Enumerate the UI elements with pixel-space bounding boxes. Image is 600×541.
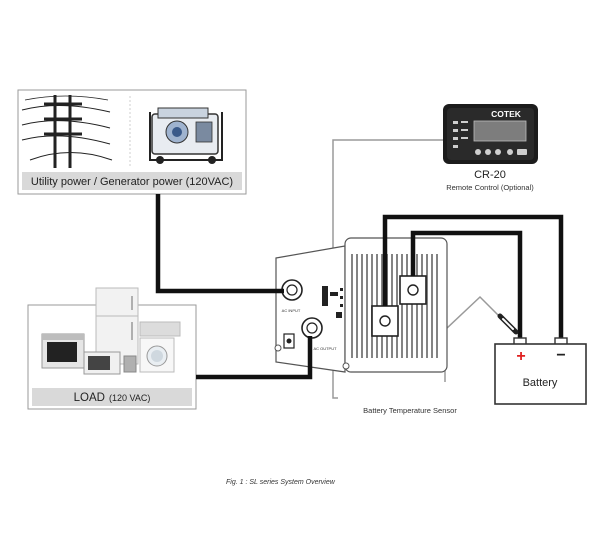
dc-terminal-top-icon xyxy=(399,275,427,305)
battery-label: Battery xyxy=(523,377,558,389)
battery-minus-symbol: − xyxy=(556,347,565,364)
utility-caption-bar xyxy=(22,172,242,190)
ac-input-label: AC INPUT xyxy=(282,308,301,313)
front-switches-icon xyxy=(322,286,343,318)
battery-positive-cable xyxy=(382,214,564,342)
generator-icon xyxy=(149,107,223,164)
thick-cables xyxy=(155,194,564,380)
sensor-label: Battery Temperature Sensor xyxy=(363,406,457,415)
battery-plus-symbol: + xyxy=(516,348,525,365)
remote-buttons-icon xyxy=(475,149,527,155)
remote-title: CR-20 xyxy=(474,169,506,181)
load-caption-detail: (120 VAC) xyxy=(109,393,150,403)
remote-indicator-leds xyxy=(453,121,468,148)
load-panel: LOAD (120 VAC) xyxy=(27,287,197,410)
utility-caption: Utility power / Generator power (120VAC) xyxy=(31,176,233,188)
mount-hole-left-icon xyxy=(274,344,282,352)
remote-control: COTEK CR-20 Remote Control (Optional) xyxy=(443,104,538,192)
ac-output-label: AC OUTPUT xyxy=(313,346,337,351)
remote-subtitle: Remote Control (Optional) xyxy=(446,183,534,192)
load-caption: LOAD (120 VAC) xyxy=(74,392,151,404)
temperature-sensor-probe-icon xyxy=(497,313,519,335)
dc-terminal-bottom-icon xyxy=(371,305,399,337)
ac-output-connector-icon xyxy=(301,317,323,339)
remote-brand: COTEK xyxy=(491,109,522,119)
battery-negative-cable xyxy=(410,230,523,342)
ac-input-cable xyxy=(155,194,284,294)
utility-pole-icon xyxy=(21,95,113,168)
battery-body xyxy=(494,343,587,405)
appliances-icon xyxy=(41,287,181,375)
remote-display xyxy=(473,120,527,142)
load-caption-bar xyxy=(32,388,192,406)
mount-hole-right-icon xyxy=(342,362,350,370)
breaker-icon xyxy=(283,333,295,349)
utility-panel: Utility power / Generator power (120VAC) xyxy=(17,89,247,195)
ac-input-connector-icon xyxy=(281,279,303,301)
inverter-vent-grille xyxy=(351,254,438,358)
ac-output-cable xyxy=(196,336,313,380)
inverter-unit: AC INPUT AC OUTPUT xyxy=(274,237,448,373)
load-caption-main: LOAD xyxy=(74,392,105,404)
battery: + − Battery xyxy=(494,337,587,405)
figure-caption: Fig. 1 : SL series System Overview xyxy=(226,479,336,486)
